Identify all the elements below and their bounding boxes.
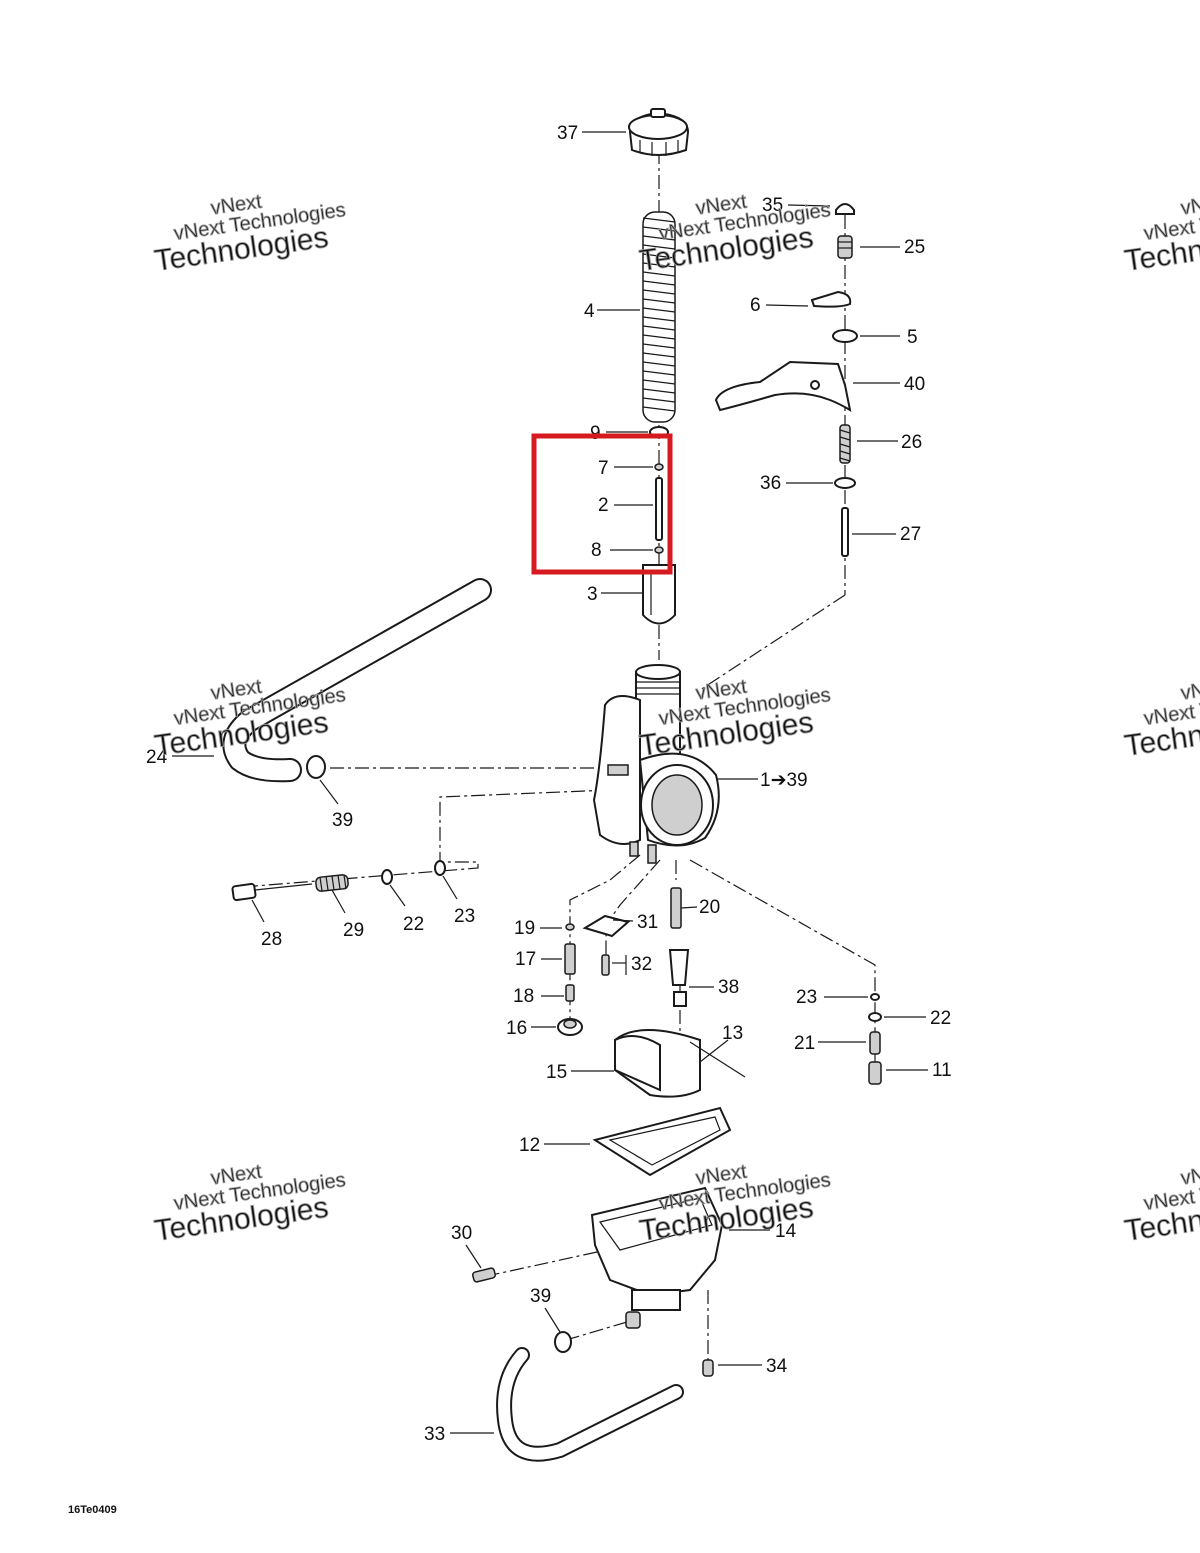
needle-group — [649, 426, 669, 554]
part-12-gasket — [592, 1106, 732, 1177]
part-1-carburetor-body — [592, 664, 720, 864]
watermark-9: vNext vNext Technologies Technologies — [1122, 1160, 1200, 1248]
label-30: 30 — [451, 1223, 472, 1244]
label-40: 40 — [904, 374, 925, 395]
label-18: 18 — [513, 986, 534, 1007]
label-39-left: 39 — [332, 810, 353, 831]
part-4-throttle-spring — [642, 211, 676, 423]
pilot-screw-group — [231, 860, 446, 902]
watermark-7: vNext vNext Technologies Technologies — [152, 1160, 347, 1248]
idle-group — [868, 993, 882, 1085]
label-27: 27 — [900, 524, 921, 545]
watermarks: vNext vNext Technologies Technologies vN… — [152, 190, 1200, 1248]
figure-code: 16Te0409 — [68, 1504, 117, 1516]
jets-group — [557, 887, 746, 1098]
part-3-throttle-slide — [642, 564, 676, 625]
label-13: 13 — [722, 1023, 743, 1044]
highlight-box — [531, 433, 673, 575]
svg-text:vNext: vNext — [1179, 191, 1200, 220]
svg-text:vNext: vNext — [1179, 1161, 1200, 1190]
label-22-right: 22 — [930, 1008, 951, 1029]
label-33: 33 — [424, 1424, 445, 1445]
part-14-float-bowl — [472, 1186, 724, 1377]
choke-column — [714, 203, 858, 557]
label-28: 28 — [261, 929, 282, 950]
part-labels: 37 35 25 4 6 5 40 9 7 2 8 26 36 27 3 24 … — [146, 123, 952, 1445]
label-32: 32 — [631, 954, 652, 975]
label-37: 37 — [557, 123, 578, 144]
watermark-3: vNext vNext Technologies Technologies — [1122, 190, 1200, 278]
label-19: 19 — [514, 918, 535, 939]
watermark-2: vNext vNext Technologies Technologies — [637, 190, 832, 278]
label-2: 2 — [598, 495, 609, 516]
part-33-drain-hose — [496, 1331, 684, 1462]
watermark-1: vNext vNext Technologies Technologies — [152, 190, 347, 278]
label-5: 5 — [907, 327, 918, 348]
label-24: 24 — [146, 747, 168, 768]
part-24-hose — [222, 578, 492, 783]
label-23-right: 23 — [796, 987, 817, 1008]
label-34: 34 — [766, 1356, 788, 1377]
svg-text:vNext: vNext — [1179, 676, 1200, 705]
label-11: 11 — [932, 1060, 952, 1081]
label-16: 16 — [506, 1018, 527, 1039]
label-7: 7 — [598, 458, 609, 479]
watermark-6: vNext vNext Technologies Technologies — [1122, 675, 1200, 763]
watermark-5: vNext vNext Technologies Technologies — [637, 675, 832, 763]
label-8: 8 — [591, 540, 602, 561]
label-25: 25 — [904, 237, 925, 258]
label-23-left: 23 — [454, 906, 475, 927]
label-38: 38 — [718, 977, 739, 998]
label-20: 20 — [699, 897, 720, 918]
label-17: 17 — [515, 949, 536, 970]
label-39-bottom: 39 — [530, 1286, 551, 1307]
label-14: 14 — [775, 1221, 797, 1242]
watermark-8: vNext vNext Technologies Technologies — [637, 1160, 832, 1248]
label-29: 29 — [343, 920, 364, 941]
label-3: 3 — [587, 584, 598, 605]
label-22-left: 22 — [403, 914, 424, 935]
label-36: 36 — [760, 473, 781, 494]
part-37-top-cap — [628, 108, 690, 156]
label-31: 31 — [637, 912, 658, 933]
label-21: 21 — [794, 1033, 815, 1054]
label-35: 35 — [762, 195, 783, 216]
label-12: 12 — [519, 1135, 540, 1156]
label-26: 26 — [901, 432, 922, 453]
label-4: 4 — [584, 301, 595, 322]
label-15: 15 — [546, 1062, 567, 1083]
leader-lines — [172, 131, 928, 1434]
label-1-to-39: 1➔39 — [760, 770, 808, 791]
label-6: 6 — [750, 295, 761, 316]
